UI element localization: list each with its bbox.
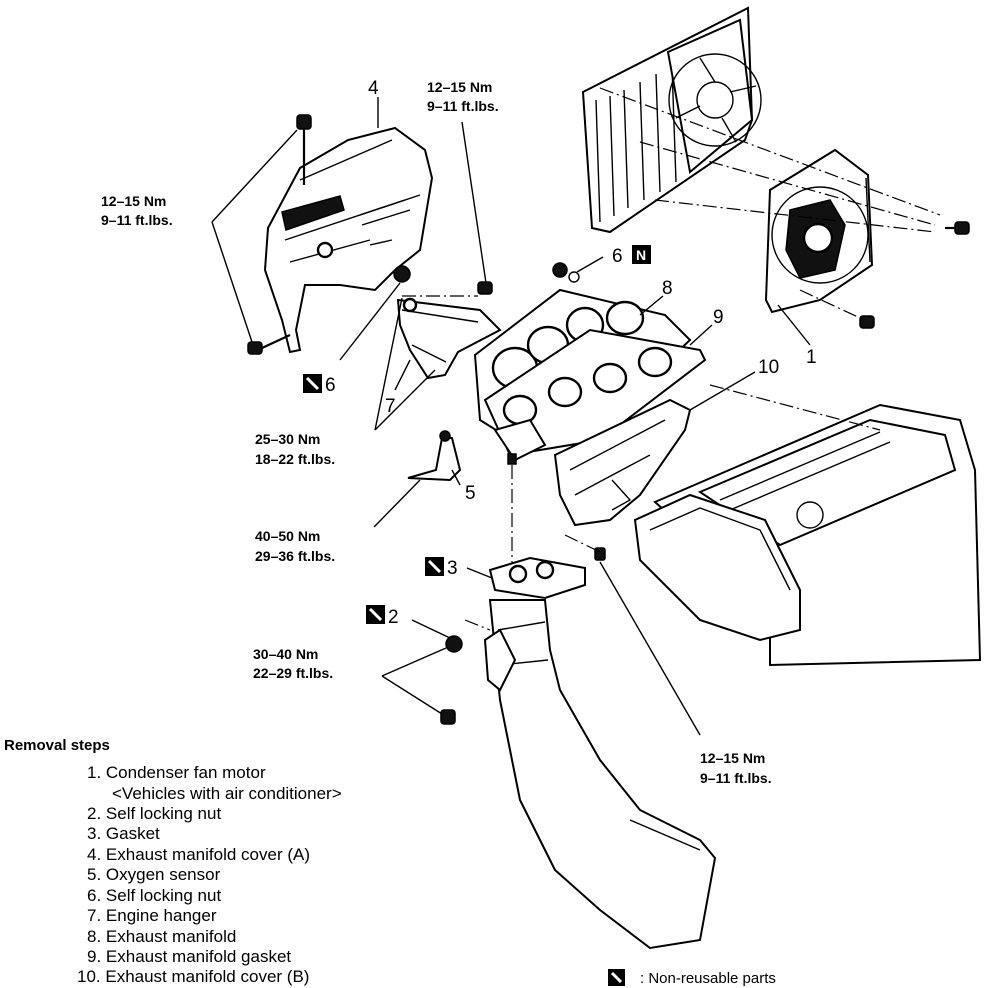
callout-9: 9 bbox=[713, 307, 724, 328]
manifold-outlet bbox=[493, 418, 547, 465]
torque-ft: 9–11 ft.lbs. bbox=[427, 98, 499, 114]
non-reusable-badge-6-top: N bbox=[632, 245, 651, 264]
removal-step: 1. Condenser fan motor bbox=[87, 763, 266, 782]
torque-label-bottom-right: 12–15 Nm 9–11 ft.lbs. bbox=[700, 750, 772, 786]
callout-2: 2 bbox=[388, 607, 399, 628]
oxygen-sensor bbox=[407, 430, 462, 482]
callout-8: 8 bbox=[662, 278, 673, 299]
condenser-fan-motor bbox=[764, 148, 874, 314]
torque-nm: 12–15 Nm bbox=[700, 750, 765, 766]
removal-step: 2. Self locking nut bbox=[87, 804, 221, 823]
removal-step: 7. Engine hanger bbox=[87, 906, 217, 925]
callout-4: 4 bbox=[368, 78, 379, 99]
removal-step: 6. Self locking nut bbox=[87, 886, 221, 905]
exhaust-manifold-cover-b bbox=[553, 398, 692, 527]
removal-steps-heading: Removal steps bbox=[4, 737, 110, 754]
legend-text: : Non-reusable parts bbox=[640, 970, 776, 987]
removal-step: <Vehicles with air conditioner> bbox=[112, 784, 342, 803]
torque-ft: 9–11 ft.lbs. bbox=[101, 212, 173, 228]
torque-label-top-left: 12–15 Nm 9–11 ft.lbs. bbox=[101, 193, 173, 228]
torque-label-sensor: 40–50 Nm 29–36 ft.lbs. bbox=[255, 528, 335, 564]
bolt-condenser-bottom bbox=[859, 315, 875, 329]
bolt-cover-a-top bbox=[296, 114, 312, 185]
torque-ft: 18–22 ft.lbs. bbox=[255, 451, 335, 467]
bolt-condenser-right bbox=[945, 221, 970, 235]
bolt-cover-a-right bbox=[477, 281, 493, 295]
removal-step: 5. Oxygen sensor bbox=[87, 865, 221, 884]
callout-7: 7 bbox=[385, 396, 396, 417]
torque-nm: 12–15 Nm bbox=[427, 79, 492, 95]
badge-letter: N bbox=[636, 247, 646, 263]
removal-step: 4. Exhaust manifold cover (A) bbox=[87, 845, 310, 864]
engine-cylinder-head bbox=[633, 403, 982, 667]
callout-1: 1 bbox=[806, 347, 817, 368]
exhaust-manifold-gasket bbox=[483, 328, 707, 457]
nut-6-left bbox=[393, 265, 411, 283]
engine-hanger bbox=[396, 295, 502, 380]
torque-ft: 9–11 ft.lbs. bbox=[700, 770, 772, 786]
removal-step: 10. Exhaust manifold cover (B) bbox=[77, 967, 309, 986]
torque-label-top-center: 12–15 Nm 9–11 ft.lbs. bbox=[427, 79, 499, 114]
bolt-pipe bbox=[440, 709, 456, 725]
bolt-cover-a-bottom bbox=[247, 334, 291, 355]
removal-step: 3. Gasket bbox=[87, 824, 160, 843]
nut-2 bbox=[445, 635, 463, 653]
radiator-assembly bbox=[581, 6, 762, 234]
gasket bbox=[488, 556, 586, 600]
removal-step: 9. Exhaust manifold gasket bbox=[87, 947, 291, 966]
non-reusable-badge-3 bbox=[425, 557, 444, 576]
removal-step: 8. Exhaust manifold bbox=[87, 927, 236, 946]
callout-10: 10 bbox=[758, 357, 779, 378]
torque-nm: 30–40 Nm bbox=[253, 646, 318, 662]
callout-3: 3 bbox=[447, 558, 458, 579]
front-exhaust-pipe bbox=[483, 599, 717, 950]
exhaust-manifold-cover-a bbox=[263, 126, 434, 354]
callout-6-left: 6 bbox=[325, 375, 336, 396]
callout-5: 5 bbox=[465, 483, 476, 504]
torque-ft: 29–36 ft.lbs. bbox=[255, 548, 335, 564]
callout-6-top: 6 bbox=[612, 246, 623, 267]
legend: : Non-reusable parts bbox=[608, 969, 776, 987]
torque-ft: 22–29 ft.lbs. bbox=[253, 665, 333, 681]
torque-nm: 40–50 Nm bbox=[255, 528, 320, 544]
nut-6-top bbox=[552, 262, 580, 283]
non-reusable-badge-2 bbox=[366, 605, 385, 624]
torque-nm: 12–15 Nm bbox=[101, 193, 166, 209]
torque-label-nut2: 30–40 Nm 22–29 ft.lbs. bbox=[253, 646, 333, 681]
removal-steps-list: 1. Condenser fan motor <Vehicles with ai… bbox=[77, 763, 342, 986]
torque-label-hanger: 25–30 Nm 18–22 ft.lbs. bbox=[255, 431, 335, 467]
torque-nm: 25–30 Nm bbox=[255, 431, 320, 447]
non-reusable-badge-6-left bbox=[303, 374, 322, 393]
